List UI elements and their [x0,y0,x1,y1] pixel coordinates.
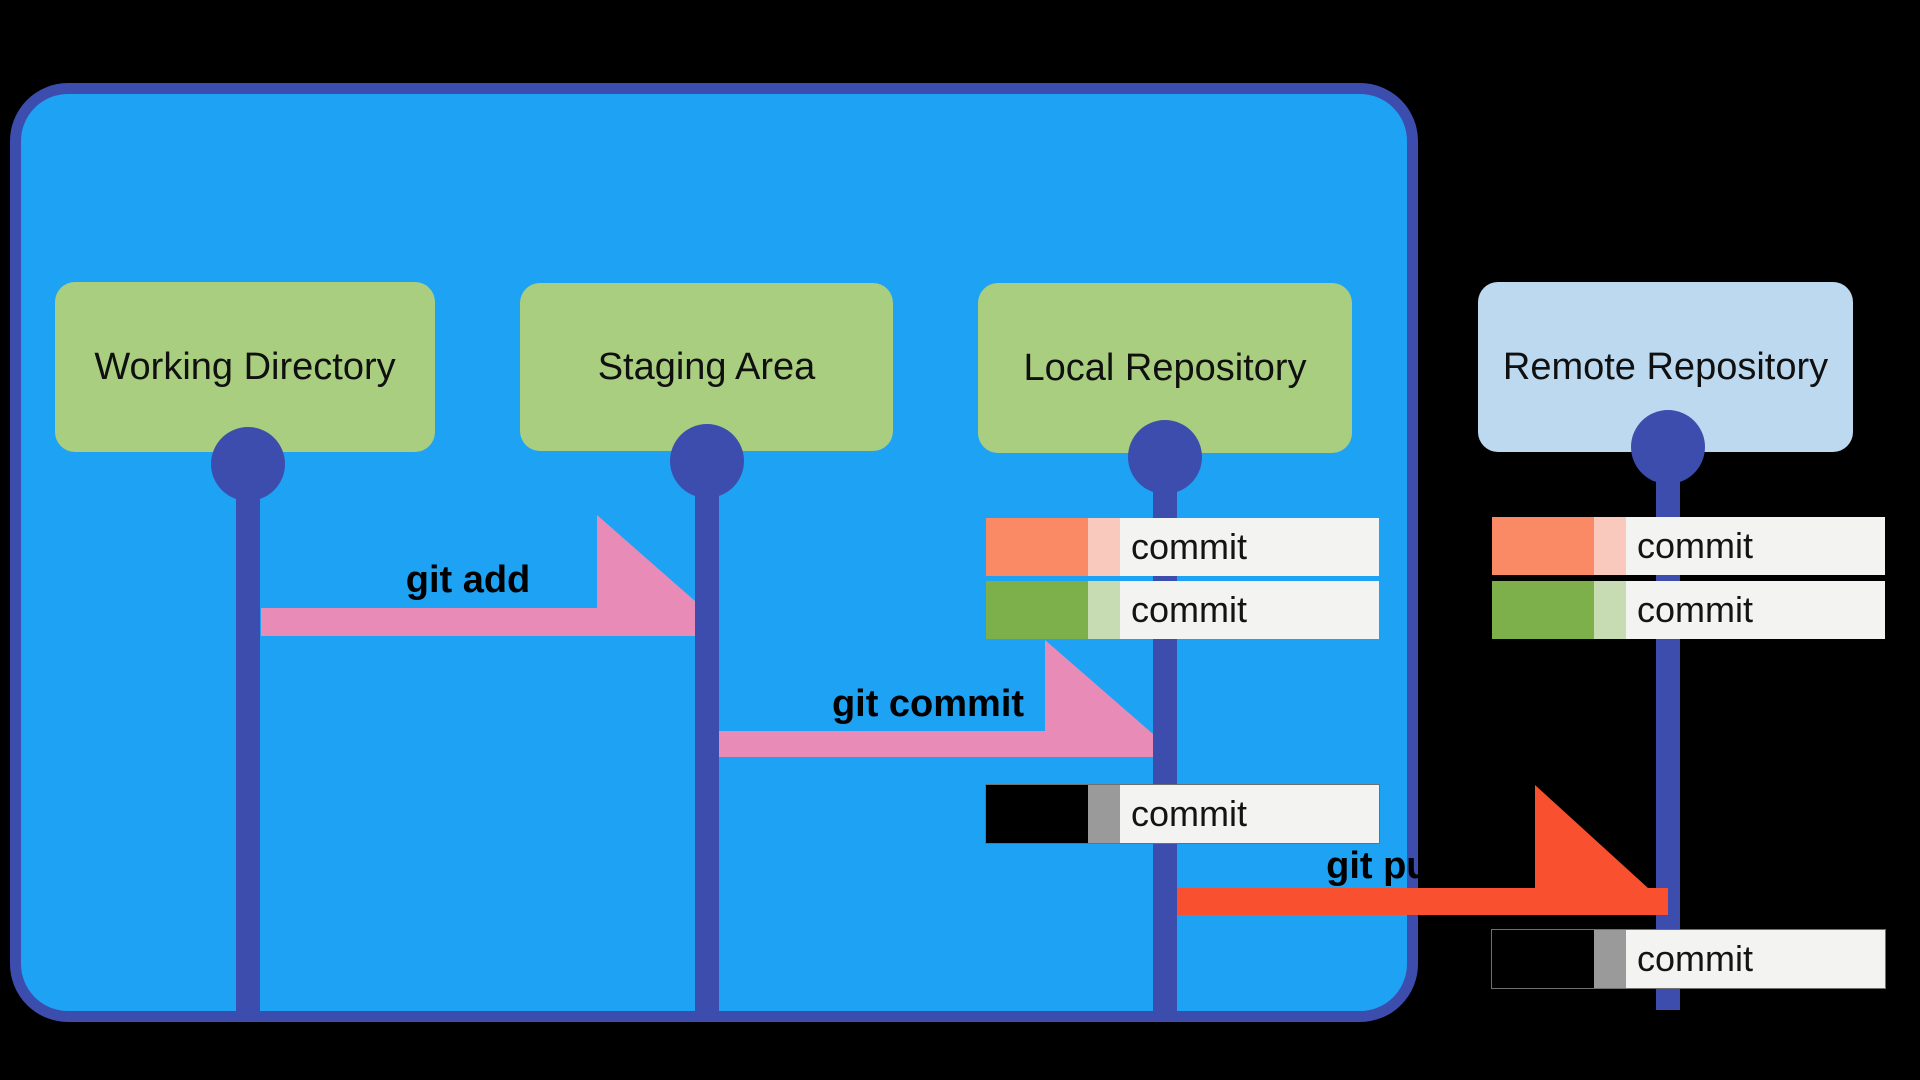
node-local-repository: Local Repository [978,283,1352,453]
commit-fade-block [1088,785,1120,843]
commit-fade-block [1594,930,1626,988]
local-commit-row-3: commit [985,784,1380,844]
commit-label: commit [1120,581,1379,639]
commit-fade-block [1088,518,1120,576]
commit-color-block [986,785,1088,843]
git-commit-label: git commit [831,683,1025,725]
remote-commit-row-3: commit [1491,929,1886,989]
node-local-repository-label: Local Repository [1023,346,1307,389]
commit-color-block [986,581,1088,639]
commit-label: commit [1626,517,1885,575]
commit-label: commit [1626,581,1885,639]
commit-label: commit [1120,785,1379,843]
commit-color-block [1492,930,1594,988]
node-working-directory-label: Working Directory [94,345,396,388]
remote-commit-row-2: commit [1492,581,1885,639]
node-staging-area: Staging Area [520,283,893,451]
node-working-directory: Working Directory [55,282,435,452]
commit-color-block [1492,517,1594,575]
commit-fade-block [1088,581,1120,639]
commit-color-block [986,518,1088,576]
local-commit-row-2: commit [986,581,1379,639]
git-add-label: git add [405,559,531,601]
commit-color-block [1492,581,1594,639]
node-staging-area-label: Staging Area [597,345,816,388]
node-remote-repository-label: Remote Repository [1502,345,1829,388]
commit-fade-block [1594,517,1626,575]
local-commit-row-1: commit [986,518,1379,576]
remote-commit-row-1: commit [1492,517,1885,575]
commit-label: commit [1120,518,1379,576]
commit-label: commit [1626,930,1885,988]
commit-fade-block [1594,581,1626,639]
node-remote-repository: Remote Repository [1478,282,1853,452]
git-push-label: git push [1326,845,1474,887]
